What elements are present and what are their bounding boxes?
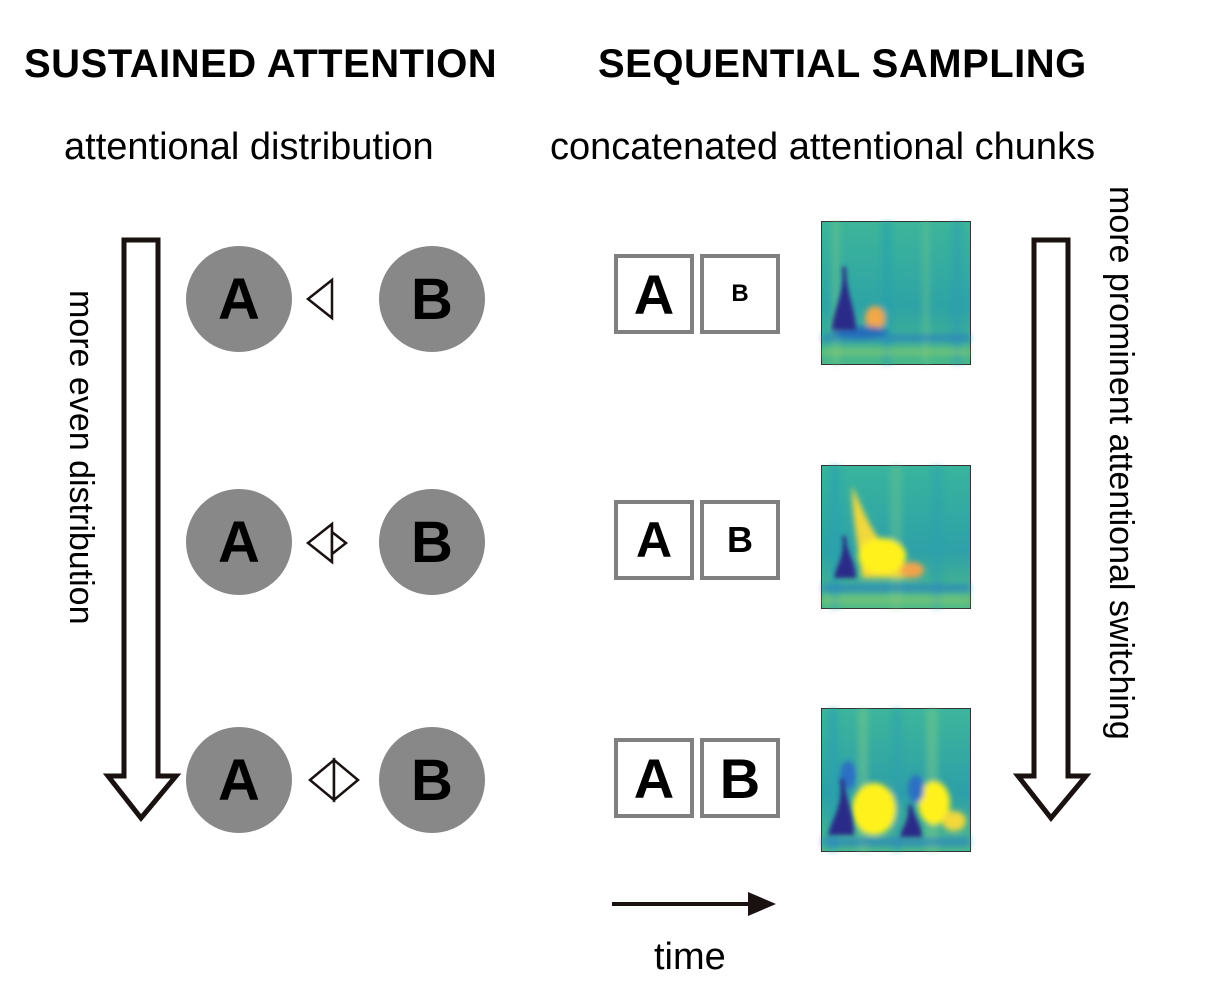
left-arrow-label: more even distribution	[62, 290, 100, 625]
time-label: time	[654, 936, 726, 978]
circle-b-row2: B	[379, 489, 485, 595]
left-title: SUSTAINED ATTENTION	[24, 42, 498, 86]
spectrogram-row2	[821, 465, 971, 609]
attention-glyph-row1	[305, 277, 334, 321]
time-arrow	[612, 892, 776, 916]
box-a-row3: A	[614, 738, 694, 818]
right-down-arrow	[1012, 237, 1092, 822]
attention-glyph-row3	[308, 757, 360, 803]
left-down-arrow	[102, 237, 182, 822]
left-subtitle: attentional distribution	[64, 126, 434, 168]
spectrogram-row3	[821, 708, 971, 852]
box-b-row2: B	[700, 500, 780, 580]
right-arrow-label: more prominent attentional switching	[1102, 186, 1140, 740]
right-title: SEQUENTIAL SAMPLING	[598, 42, 1087, 86]
circle-a-row1: A	[186, 246, 292, 352]
box-b-row1: B	[700, 254, 780, 334]
circle-a-row3: A	[186, 727, 292, 833]
box-a-row1: A	[614, 254, 694, 334]
right-subtitle: concatenated attentional chunks	[550, 126, 1096, 168]
circle-a-row2: A	[186, 489, 292, 595]
attention-glyph-row2	[305, 521, 349, 565]
circle-b-row3: B	[379, 727, 485, 833]
spectrogram-row1	[821, 221, 971, 365]
circle-b-row1: B	[379, 246, 485, 352]
box-a-row2: A	[614, 500, 694, 580]
box-b-row3: B	[700, 738, 780, 818]
